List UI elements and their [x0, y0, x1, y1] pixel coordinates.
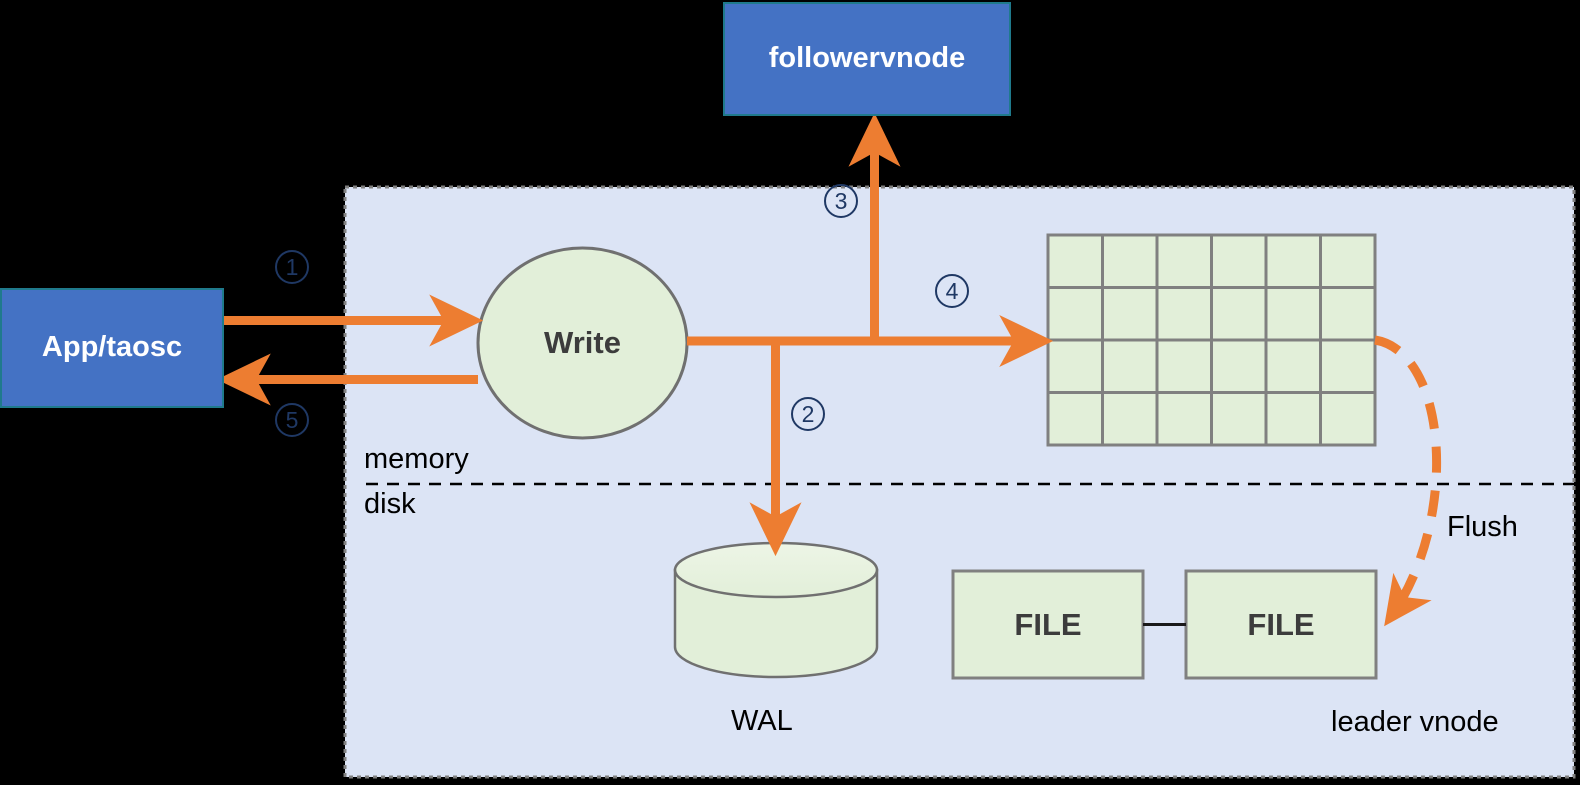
follower-vnode-label-line2: vnode: [879, 42, 966, 75]
flush-label: Flush: [1447, 511, 1518, 543]
memory-label: memory: [364, 443, 469, 475]
wal-label: WAL: [731, 705, 793, 737]
wal-cylinder: [673, 541, 879, 679]
step-marker-5: 5: [275, 403, 309, 437]
follower-vnode-box[interactable]: follower vnode: [723, 2, 1011, 116]
disk-label: disk: [364, 488, 416, 520]
file-box-1: [951, 569, 1145, 680]
step-marker-4: 4: [935, 274, 969, 308]
arrow-flush: [1373, 335, 1442, 627]
follower-vnode-label-line1: follower: [768, 42, 880, 75]
app-taosc-label: App/taosc: [41, 331, 183, 364]
memtable-grid: [1046, 233, 1377, 447]
step-marker-2: 2: [791, 397, 825, 431]
file-box-2: [1184, 569, 1378, 680]
leader-vnode-label: leader vnode: [1331, 706, 1499, 738]
write-node: [476, 246, 689, 440]
app-taosc-box[interactable]: App/taosc: [0, 288, 224, 408]
step-marker-1: 1: [275, 250, 309, 284]
step-marker-3: 3: [824, 184, 858, 218]
